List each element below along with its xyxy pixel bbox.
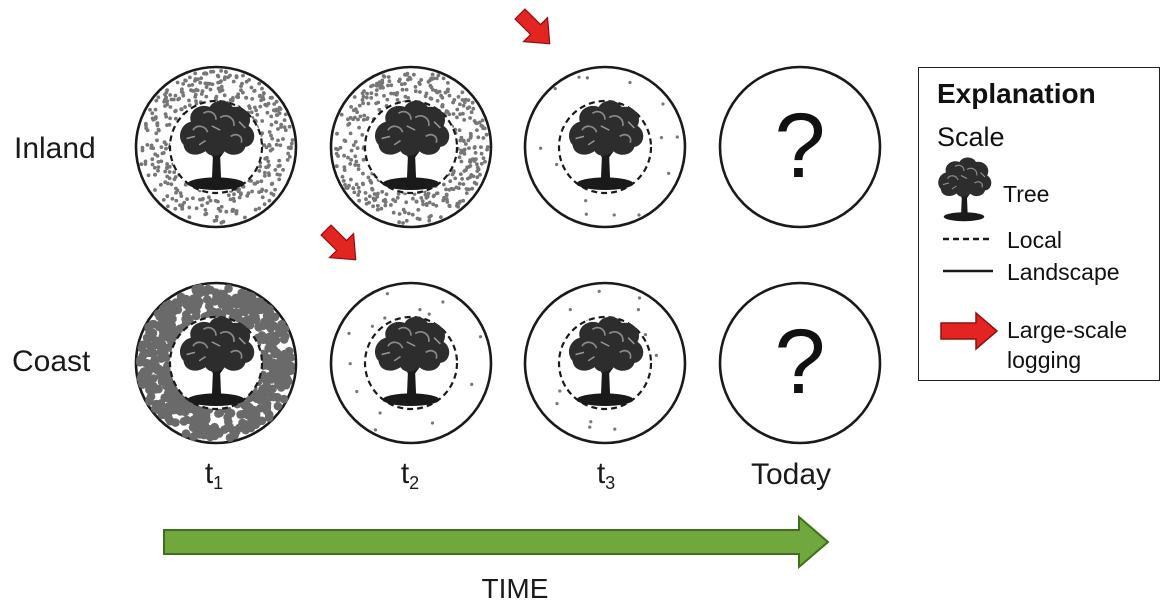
- legend-tree-label: Tree: [1003, 181, 1050, 207]
- row-label-coast: Coast: [12, 345, 91, 378]
- column-label-t1: t1: [204, 457, 224, 493]
- legend-logging-arrow-icon: [940, 311, 999, 351]
- dot-pattern: [139, 69, 295, 225]
- cell-inland-2: [329, 65, 493, 229]
- legend-title: Explanation: [937, 78, 1096, 109]
- legend-local-label: Local: [1007, 227, 1062, 253]
- legend-logging-label-line1: Large-scale: [1007, 317, 1128, 343]
- row-label-inland: Inland: [14, 132, 96, 165]
- logging-arrow-icon: [320, 224, 357, 261]
- cell-coast-2: [329, 281, 493, 445]
- landscape-circle: [718, 281, 882, 445]
- time-arrow: [163, 514, 830, 570]
- dot-pattern: [347, 292, 483, 432]
- legend-landscape-label: Landscape: [1007, 259, 1120, 285]
- cells-layer: ??: [134, 65, 882, 445]
- cell-coast-3: [523, 281, 687, 445]
- dot-pattern: [334, 71, 490, 225]
- cell-coast-1: [134, 281, 298, 445]
- landscape-circle: [718, 65, 882, 229]
- legend-logging-label-line2: logging: [1007, 347, 1082, 373]
- column-label-t2: t2: [400, 457, 420, 493]
- logging-arrows-layer: [320, 8, 551, 261]
- time-axis-label: TIME: [481, 573, 549, 604]
- legend-subtitle: Scale: [937, 122, 1005, 152]
- column-label-today: Today: [750, 458, 832, 491]
- cell-inland-3: [523, 65, 687, 229]
- dot-pattern: [539, 75, 679, 217]
- logging-arrow-icon: [514, 8, 551, 45]
- legend-graphics: [937, 156, 999, 351]
- legend-box: Explanation Scale Tree Local Landscape L…: [918, 67, 1160, 381]
- dot-pattern: [135, 283, 296, 443]
- cell-inland-1: [134, 65, 298, 229]
- unknown-question-mark: ?: [774, 95, 825, 197]
- column-label-t3: t3: [596, 457, 616, 493]
- cell-inland-4: ?: [718, 65, 882, 229]
- cell-coast-4: ?: [718, 281, 882, 445]
- unknown-question-mark: ?: [774, 311, 825, 413]
